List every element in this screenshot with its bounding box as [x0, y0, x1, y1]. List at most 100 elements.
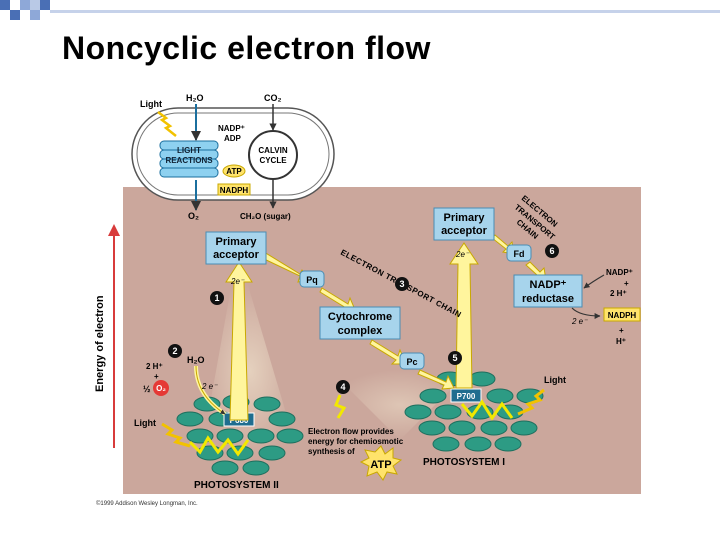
- o2-circle: [153, 380, 169, 396]
- primary-acceptor-ps2-label: Primary: [216, 236, 258, 248]
- two-h-plus-left-label: 2 H⁺: [146, 362, 163, 371]
- slide-title: Noncyclic electron flow: [62, 30, 431, 66]
- nadp-input-arrow: [583, 274, 605, 289]
- inset-adp-label: ADP: [224, 134, 242, 143]
- primary-acceptor-ps1-box: [433, 207, 495, 241]
- deco-square: [0, 0, 10, 10]
- thylakoid-stack: [159, 140, 219, 178]
- step-4-marker: [336, 380, 350, 394]
- nadp-plus-label: NADP⁺: [606, 268, 633, 277]
- pc-to-p700-arrow: [417, 369, 455, 390]
- energy-axis-arrowhead: [108, 224, 120, 236]
- energy-axis-label: Energy of electron: [94, 295, 106, 392]
- light-reactions-label: LIGHT: [177, 146, 201, 155]
- light-left-label: Light: [134, 418, 156, 428]
- water-electron-arrow-outline: [195, 365, 226, 415]
- step-5-marker: [448, 351, 462, 365]
- pq-box: [299, 270, 325, 288]
- h2o-label: H₂O: [187, 355, 205, 365]
- inset-nadph-label: NADPH: [220, 186, 249, 195]
- cytochrome-to-pc-arrow: [369, 339, 407, 365]
- nadp-reductase-box: [513, 274, 583, 308]
- deco-square: [30, 0, 40, 10]
- step-markers: 1 2 3 4 5 6: [168, 244, 559, 394]
- deco-square: [40, 0, 50, 10]
- nadph-box: [603, 307, 641, 322]
- deco-square: [20, 0, 30, 10]
- p700-box: [450, 388, 482, 403]
- chemiosmosis-glow: [330, 370, 470, 440]
- thylakoid-disc: [159, 167, 219, 178]
- nadph-label: NADPH: [608, 311, 637, 320]
- inset-nadp-label: NADP⁺: [218, 124, 245, 133]
- pq-label: Pq: [306, 275, 318, 285]
- step-5-label: 5: [452, 353, 457, 363]
- light-right-bolt: [517, 388, 545, 416]
- photosystem-ii-label: PHOTOSYSTEM II: [194, 480, 279, 491]
- nadp-reductase-label: NADP⁺: [530, 279, 567, 291]
- fd-label: Fd: [514, 249, 525, 259]
- o2-label: O₂: [156, 384, 166, 393]
- light-reactions-label: REACTIONS: [165, 156, 213, 165]
- inset-h2o-label: H₂O: [186, 93, 204, 103]
- nadp-reductase-label: reductase: [522, 293, 574, 305]
- inset-atp-label: ATP: [226, 167, 242, 176]
- chemiosmosis-text: synthesis of: [308, 447, 355, 456]
- step-6-label: 6: [549, 246, 554, 256]
- p700-label: P700: [457, 392, 476, 401]
- light-right-label: Light: [544, 375, 566, 385]
- copyright-notice: ©1999 Addison Wesley Longman, Inc.: [96, 500, 198, 507]
- cytochrome-complex-label: Cytochrome: [328, 311, 392, 323]
- step-2-label: 2: [172, 346, 177, 356]
- ps1-2e-label: 2e⁻: [455, 250, 470, 259]
- chemiosmosis-text: Electron flow provides: [308, 427, 394, 436]
- inset-atp-burst: [222, 164, 246, 178]
- step-4-label: 4: [340, 382, 345, 392]
- plus-label: +: [624, 279, 629, 288]
- ps2-energy-zigzag: [188, 435, 250, 457]
- chemiosmosis-bolt: [334, 394, 347, 419]
- step-3-label: 3: [399, 279, 404, 289]
- plus-label: +: [619, 326, 624, 335]
- inset-nadph-box: [217, 183, 251, 196]
- ps2-2e-label: 2e⁻: [230, 277, 245, 286]
- fd-box: [506, 244, 532, 262]
- plus-left-label: +: [154, 372, 159, 381]
- chloroplast-inset: LIGHT REACTIONS CALVIN CYCLE Light H₂O C…: [131, 93, 335, 221]
- h-plus-label: H⁺: [616, 337, 626, 346]
- step-3-marker: [395, 277, 409, 291]
- atp-burst: [359, 445, 403, 481]
- cytochrome-complex-box: [319, 306, 401, 340]
- inset-co2-label: CO₂: [264, 93, 282, 103]
- primary-acceptor-ps1-label: Primary: [444, 212, 486, 224]
- inset-light-bolt: [157, 111, 177, 137]
- ps2-excitation-arrow: [225, 261, 253, 421]
- inset-light-label: Light: [140, 99, 162, 109]
- calvin-cycle-label: CALVIN: [258, 146, 287, 155]
- step-1-marker: [210, 291, 224, 305]
- inset-o2-label: O₂: [188, 211, 199, 221]
- inset-sugar-label: CH₂O (sugar): [240, 212, 291, 221]
- deco-square: [10, 10, 20, 20]
- step-6-marker: [545, 244, 559, 258]
- deco-bar: [50, 10, 720, 13]
- two-h-plus-label: 2 H⁺: [610, 289, 627, 298]
- photosystem-i-label: PHOTOSYSTEM I: [423, 457, 505, 468]
- two-e-water-label: 2 e⁻: [201, 382, 218, 391]
- pc-label: Pc: [406, 357, 417, 367]
- step-2-marker: [168, 344, 182, 358]
- chemiosmosis-text: energy for chemiosmotic: [308, 437, 404, 446]
- two-e-reductase-label: 2 e⁻: [571, 317, 588, 326]
- light-left-bolt: [161, 422, 191, 448]
- pc-box: [399, 352, 425, 370]
- primary-acceptor-ps2-box: [205, 231, 267, 265]
- calvin-cycle-label: CYCLE: [259, 156, 287, 165]
- atp-label: ATP: [370, 459, 391, 471]
- deco-square: [30, 10, 40, 20]
- primary-acceptor-ps1-label: acceptor: [441, 225, 488, 237]
- cytochrome-complex-label: complex: [338, 325, 384, 337]
- ps1-energy-zigzag: [460, 399, 514, 421]
- calvin-cycle-circle: [248, 130, 298, 180]
- half-label: ½: [143, 384, 151, 394]
